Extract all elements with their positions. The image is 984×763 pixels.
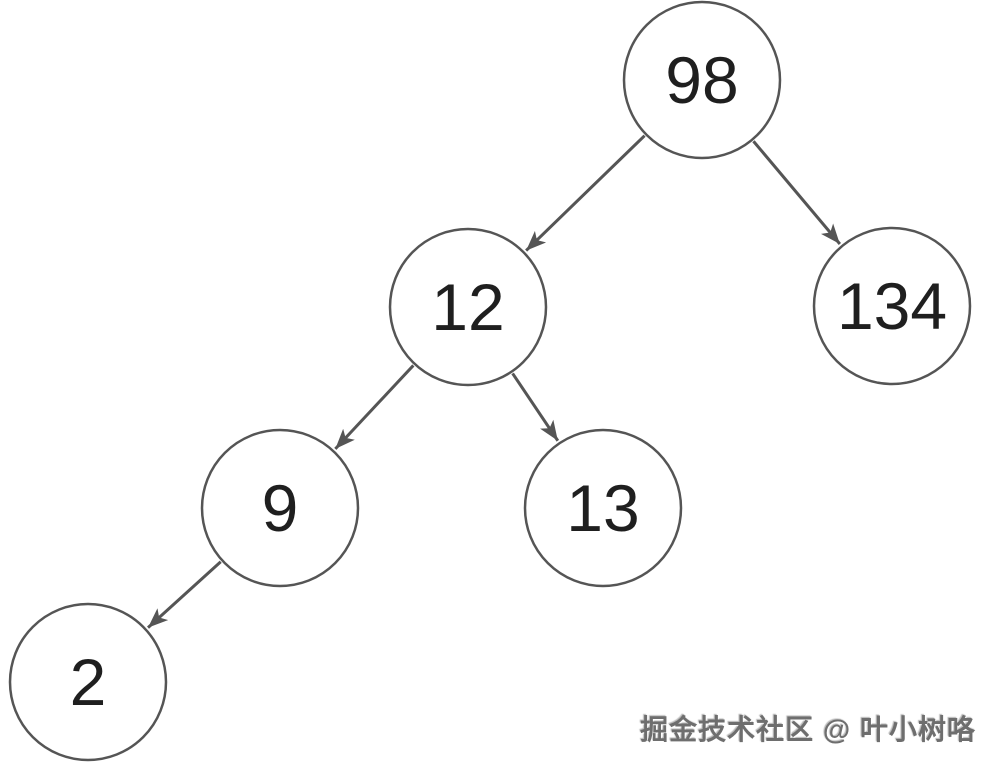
- tree-edge-12-to-9: [334, 364, 415, 450]
- node-circle-13: [523, 428, 683, 588]
- node-circle-12: [388, 227, 548, 387]
- tree-node-12: 12: [388, 227, 548, 387]
- node-circle-9: [200, 428, 360, 588]
- tree-node-13: 13: [523, 428, 683, 588]
- tree-edge-9-to-2: [147, 560, 222, 629]
- tree-edge-12-to-13: [511, 372, 560, 442]
- tree-node-9: 9: [200, 428, 360, 588]
- tree-node-134: 134: [812, 226, 972, 386]
- node-value-13: 13: [566, 471, 639, 545]
- tree-edge-98-to-134: [752, 140, 842, 245]
- node-circle-134: [812, 226, 972, 386]
- node-circle-2: [8, 602, 168, 762]
- node-value-98: 98: [665, 43, 738, 117]
- tree-node-98: 98: [622, 0, 782, 160]
- node-circle-98: [622, 0, 782, 160]
- watermark: 掘金技术社区 @ 叶小树咯: [640, 714, 976, 745]
- tree-edge-98-to-12: [525, 134, 646, 252]
- node-value-2: 2: [70, 645, 107, 719]
- node-value-9: 9: [262, 471, 299, 545]
- tree-node-2: 2: [8, 602, 168, 762]
- node-value-134: 134: [837, 269, 947, 343]
- node-value-12: 12: [431, 270, 504, 344]
